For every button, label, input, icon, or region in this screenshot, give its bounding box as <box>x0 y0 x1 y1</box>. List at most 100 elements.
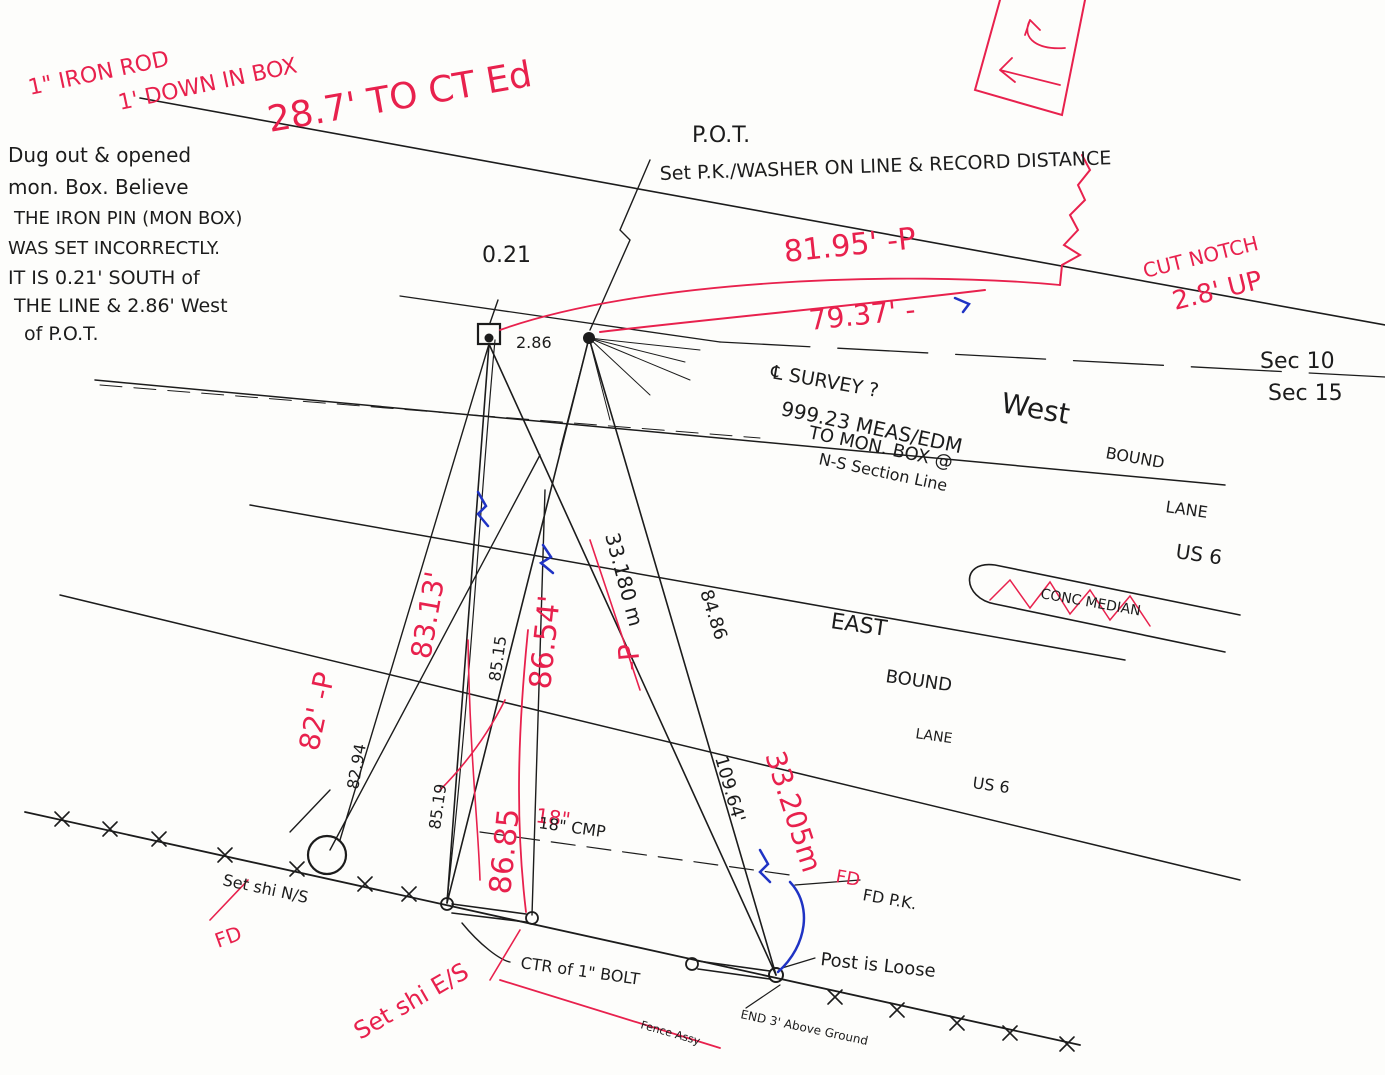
tie-box-to-circle <box>339 343 490 841</box>
red-line-79-37 <box>599 289 986 333</box>
inset-box <box>973 0 1086 117</box>
section-15-label: Sec 15 <box>1268 381 1343 406</box>
dug-out-line-4: WAS SET INCORRECTLY. <box>8 238 220 259</box>
red-line-86-54 <box>518 629 529 913</box>
blue-mark-1 <box>476 490 490 528</box>
distance-83-13: 83.13' <box>404 569 452 661</box>
distance-86-85: 86.85 <box>483 807 527 896</box>
offset-leader <box>489 299 499 324</box>
inset-sketch <box>973 0 1086 117</box>
tie-pot-to-circle <box>329 454 541 851</box>
distance-33-205: 33.205m <box>758 747 828 876</box>
eastbound-label-4: US 6 <box>971 773 1010 797</box>
distance-86-54: 86.54' <box>523 594 568 691</box>
westbound-label-1: West <box>999 386 1073 430</box>
tie-lines <box>289 337 777 976</box>
post-loose-leader <box>781 957 816 969</box>
westbound-label-3: LANE <box>1164 497 1209 522</box>
red-line-83-13 <box>467 639 481 881</box>
red-lines <box>209 154 1092 1049</box>
dug-out-line-2: mon. Box. Believe <box>8 175 189 199</box>
blue-mark-3 <box>758 848 772 884</box>
westbound-label-2: BOUND <box>1104 443 1166 472</box>
cmp-red-size: 18" <box>534 803 572 832</box>
section-line-east-dashed <box>719 341 1385 378</box>
median-zigzag-hatch <box>989 578 1151 627</box>
eastbound-label-2: BOUND <box>884 666 953 696</box>
distance-109-64: 109.64' <box>710 754 749 825</box>
pot-radial-rays <box>559 337 701 451</box>
set-shi-ns-label: Set shi N/S <box>221 870 310 907</box>
distance-p: -P <box>612 642 647 672</box>
tie-to-fence-e <box>531 489 546 916</box>
blue-curve-to-post <box>776 880 806 974</box>
dug-out-line-6: THE LINE & 2.86' West <box>13 295 228 317</box>
offset-021: 0.21 <box>482 243 531 268</box>
fd-note: FD <box>212 921 245 953</box>
circle-leader <box>289 789 331 833</box>
fence-assy-label: Fence Assy <box>639 1018 702 1048</box>
concrete-median <box>968 563 1241 653</box>
distance-85-15: 85.15 <box>485 635 510 683</box>
section-line-west <box>399 295 721 343</box>
fd-pk-leader <box>794 879 861 886</box>
distance-33-180: 33.180 m <box>600 530 648 629</box>
blue-lines <box>476 296 971 974</box>
red-tick-83 <box>439 699 506 791</box>
set-shi-es-note: Set shi E/S <box>349 957 473 1045</box>
distance-85-19: 85.19 <box>425 783 450 831</box>
culvert-dashed-line <box>479 831 791 876</box>
red-tick-fd <box>209 879 249 921</box>
section-10-label: Sec 10 <box>1260 349 1335 374</box>
red-annotations: 1" IRON ROD 1' DOWN IN BOX 28.7' TO CT E… <box>26 47 1265 1046</box>
bolt-bar <box>697 960 771 980</box>
tie-box-to-post <box>488 343 777 976</box>
red-line-33-180 <box>589 539 641 691</box>
red-line-81-95 <box>499 277 1061 331</box>
to-ct-ed-note: 28.7' TO CT Ed <box>264 54 534 141</box>
distance-84-86: 84.86 <box>695 587 731 642</box>
ctr-bolt-label: CTR of 1" BOLT <box>519 953 641 989</box>
inset-arrow-2 <box>1024 19 1066 50</box>
red-zigzag-notch <box>1059 154 1092 286</box>
fence-x-marks <box>54 811 1075 1052</box>
fence-points <box>306 834 861 1009</box>
dug-out-line-5: IT IS 0.21' SOUTH of <box>8 267 201 289</box>
distance-82-p: 82' -P <box>293 669 342 753</box>
north-road-edge-line <box>139 97 1385 326</box>
cmp-label: 18" CMP <box>537 813 607 841</box>
dug-out-line-3: THE IRON PIN (MON BOX) <box>13 208 242 229</box>
fence-line <box>24 811 1081 1052</box>
monuments <box>476 159 701 451</box>
bolt-point <box>685 957 699 971</box>
fd-pk-red: FD <box>834 866 861 891</box>
distance-81-95: 81.95' -P <box>782 221 918 270</box>
inset-arrow-1 <box>999 57 1061 86</box>
fence-line-path <box>24 811 1081 1046</box>
iron-pin-dot <box>484 333 494 343</box>
distance-79-37: 79.37' - <box>807 293 917 337</box>
post-loose-label: Post is Loose <box>819 949 936 982</box>
pot-label: P.O.T. <box>692 123 750 148</box>
blue-mark-4 <box>953 296 971 314</box>
westbound-lane-edge <box>94 379 1226 486</box>
ctr-bolt-leader <box>461 922 511 963</box>
blue-mark-2 <box>538 543 555 575</box>
dug-out-line-7: of P.O.T. <box>24 323 99 345</box>
fd-pk-label: FD P.K. <box>861 885 918 913</box>
found-monument-circle <box>306 834 348 876</box>
offset-286: 2.86 <box>516 333 552 352</box>
median-north-edge <box>249 504 1126 661</box>
fence-brace-point <box>525 911 539 925</box>
centerline-dashed <box>99 384 761 439</box>
eastbound-label-1: EAST <box>829 609 889 642</box>
fence-brace <box>451 903 527 923</box>
bolt-end-label: END 3' Above Ground <box>739 1007 869 1048</box>
eastbound-label-3: LANE <box>914 726 953 747</box>
tie-pot-to-post <box>588 337 777 976</box>
road-lines <box>59 97 1385 881</box>
pot-leader-line <box>589 159 651 331</box>
set-pk-note: Set P.K./WASHER ON LINE & RECORD DISTANC… <box>659 147 1111 185</box>
